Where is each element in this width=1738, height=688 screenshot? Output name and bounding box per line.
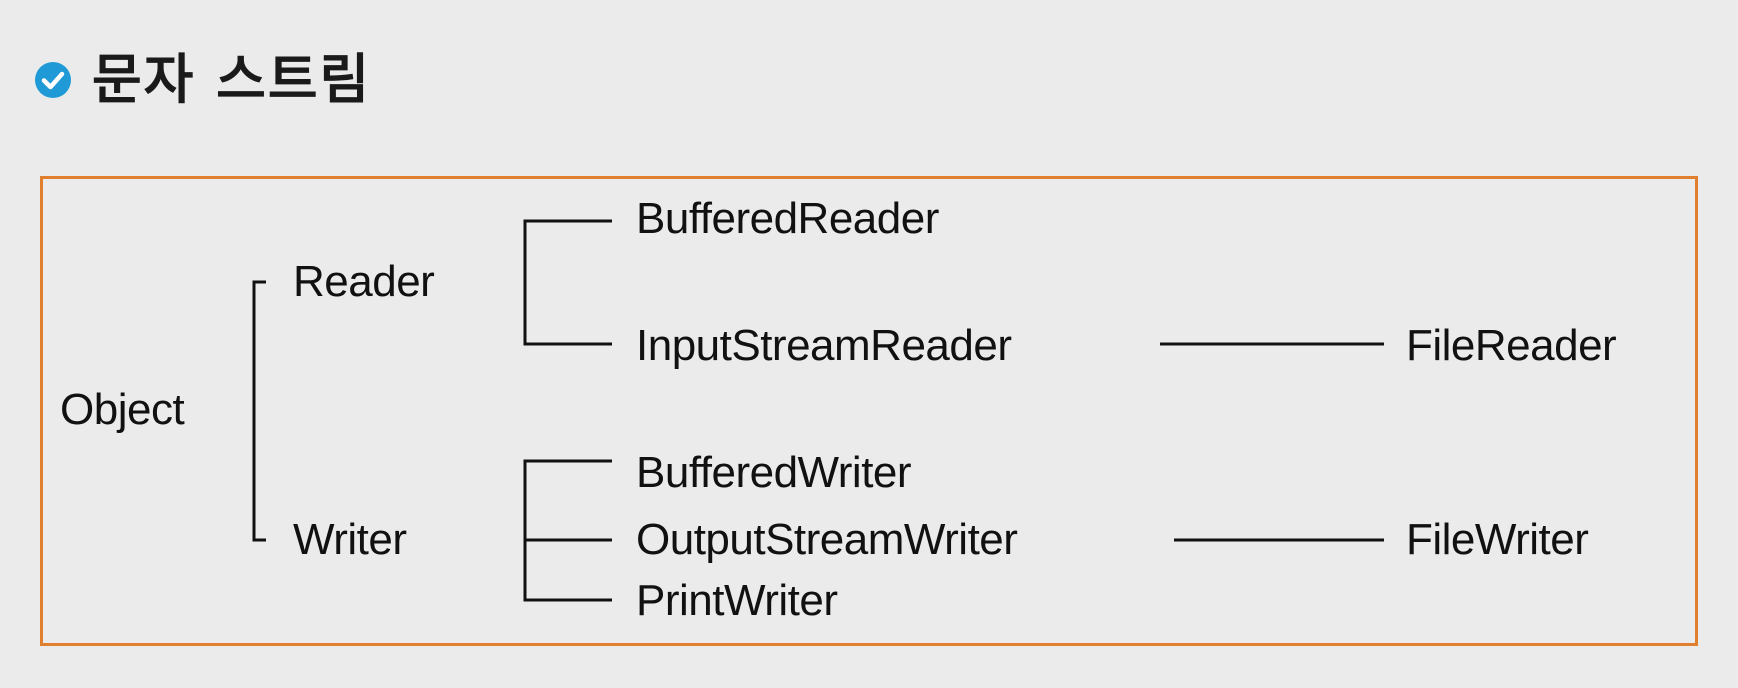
node-file-writer: FileWriter [1406,515,1589,564]
page-title: 문자 스트림 [92,48,372,111]
node-print-writer: PrintWriter [636,576,838,625]
node-reader: Reader [293,257,435,306]
node-file-reader: FileReader [1406,321,1617,370]
diagram-frame [40,176,1698,646]
node-buffered-reader: BufferedReader [636,194,939,243]
check-circle-icon [35,62,71,98]
node-object: Object [60,385,185,434]
node-writer: Writer [293,515,407,564]
node-output-stream-writer: OutputStreamWriter [636,515,1018,564]
node-buffered-writer: BufferedWriter [636,448,912,497]
title-row: 문자 스트림 [34,50,371,110]
node-input-stream-reader: InputStreamReader [636,321,1012,370]
